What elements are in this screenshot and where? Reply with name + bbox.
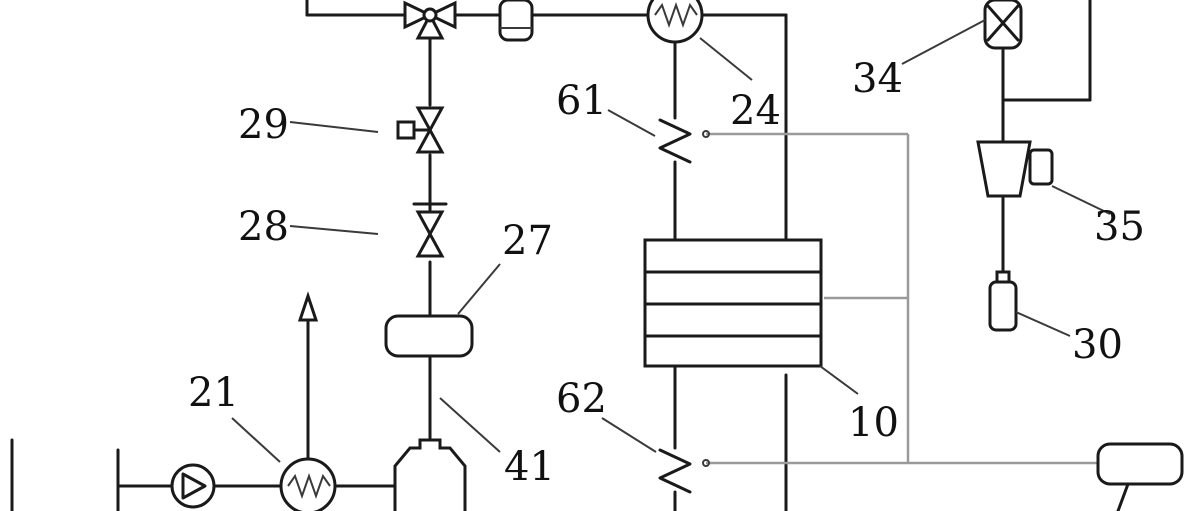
valve-28 bbox=[412, 202, 448, 258]
piping bbox=[10, 0, 1092, 511]
label-61: 61 bbox=[556, 78, 607, 124]
check-valve-62 bbox=[658, 448, 710, 494]
vessel-27 bbox=[384, 314, 474, 358]
label-62: 62 bbox=[556, 376, 607, 422]
top-vessel bbox=[498, 0, 534, 42]
check-valve-61 bbox=[658, 118, 710, 164]
component-35 bbox=[976, 140, 1054, 198]
label-28: 28 bbox=[238, 204, 289, 250]
vent-arrow-icon bbox=[297, 291, 319, 322]
label-30: 30 bbox=[1072, 322, 1123, 368]
three-way-valve bbox=[403, 0, 457, 40]
stack-10 bbox=[643, 238, 823, 368]
valve-29 bbox=[396, 106, 445, 154]
controller-box bbox=[1096, 442, 1184, 511]
valve-34 bbox=[983, 0, 1023, 50]
heat-exchanger-21 bbox=[279, 457, 337, 511]
signal-lines bbox=[706, 132, 1098, 465]
label-27: 27 bbox=[502, 218, 553, 264]
heat-exchanger-24 bbox=[646, 0, 704, 44]
label-41: 41 bbox=[504, 444, 555, 490]
leader-lines bbox=[231, 19, 1111, 463]
label-24: 24 bbox=[730, 88, 781, 134]
pump bbox=[170, 463, 216, 509]
cylinder-30 bbox=[988, 270, 1018, 332]
label-35: 35 bbox=[1094, 204, 1145, 250]
label-34: 34 bbox=[852, 56, 903, 102]
label-10: 10 bbox=[848, 400, 899, 446]
label-29: 29 bbox=[238, 102, 289, 148]
pump-icon bbox=[181, 472, 207, 500]
reference-labels: 29 28 27 21 41 24 61 62 10 34 35 30 bbox=[188, 56, 1145, 490]
label-21: 21 bbox=[188, 370, 239, 416]
tank-41 bbox=[393, 438, 467, 511]
